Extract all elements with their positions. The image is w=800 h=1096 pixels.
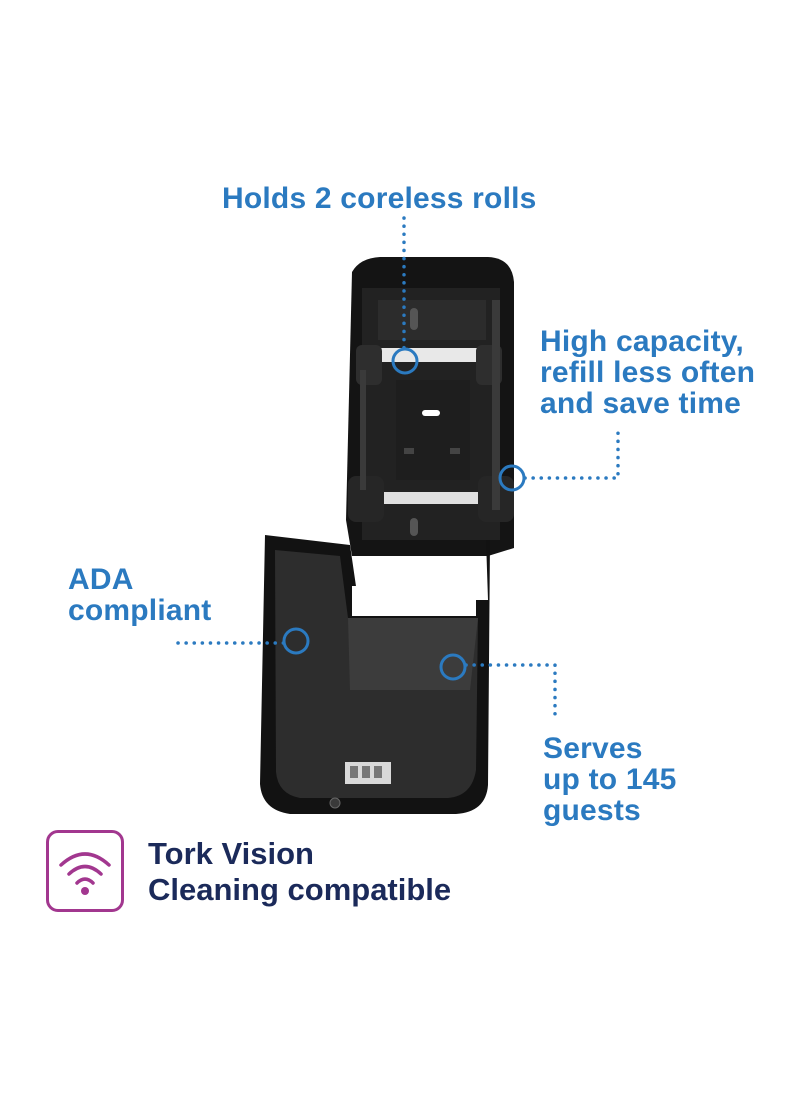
callout-line: and save time: [540, 387, 742, 420]
callout-line: Serves: [543, 732, 643, 765]
callout-leaders: [176, 216, 620, 722]
callout-line: ADA: [68, 563, 134, 596]
guests-marker: [439, 653, 467, 681]
callout-ada-compliant: ADA compliant: [68, 564, 211, 626]
ada-marker: [282, 627, 310, 655]
lower-roll-spindle: [378, 492, 482, 504]
callout-line: refill less often: [540, 356, 756, 389]
callout-line: compliant: [68, 594, 212, 627]
tork-vision-badge: [46, 830, 124, 912]
badge-line: Cleaning compatible: [148, 872, 452, 907]
rolls-marker: [391, 347, 419, 375]
capacity-marker: [498, 464, 526, 492]
callout-line: guests: [543, 794, 641, 827]
callout-line: High capacity,: [540, 325, 744, 358]
dispenser-front-cover: [260, 535, 490, 814]
callout-line: up to 145: [543, 763, 677, 796]
callout-coreless-rolls: Holds 2 coreless rolls: [222, 183, 537, 214]
callout-serves-guests: Serves up to 145 guests: [543, 733, 677, 826]
upper-roll-spindle: [370, 348, 488, 362]
dispenser-body: [346, 257, 514, 556]
tork-vision-label: Tork Vision Cleaning compatible: [148, 836, 451, 908]
wifi-signal-icon: [59, 852, 111, 895]
callout-line: Holds 2 coreless rolls: [222, 182, 537, 215]
badge-line: Tork Vision: [148, 836, 314, 871]
callout-high-capacity: High capacity, refill less often and sav…: [540, 326, 755, 419]
